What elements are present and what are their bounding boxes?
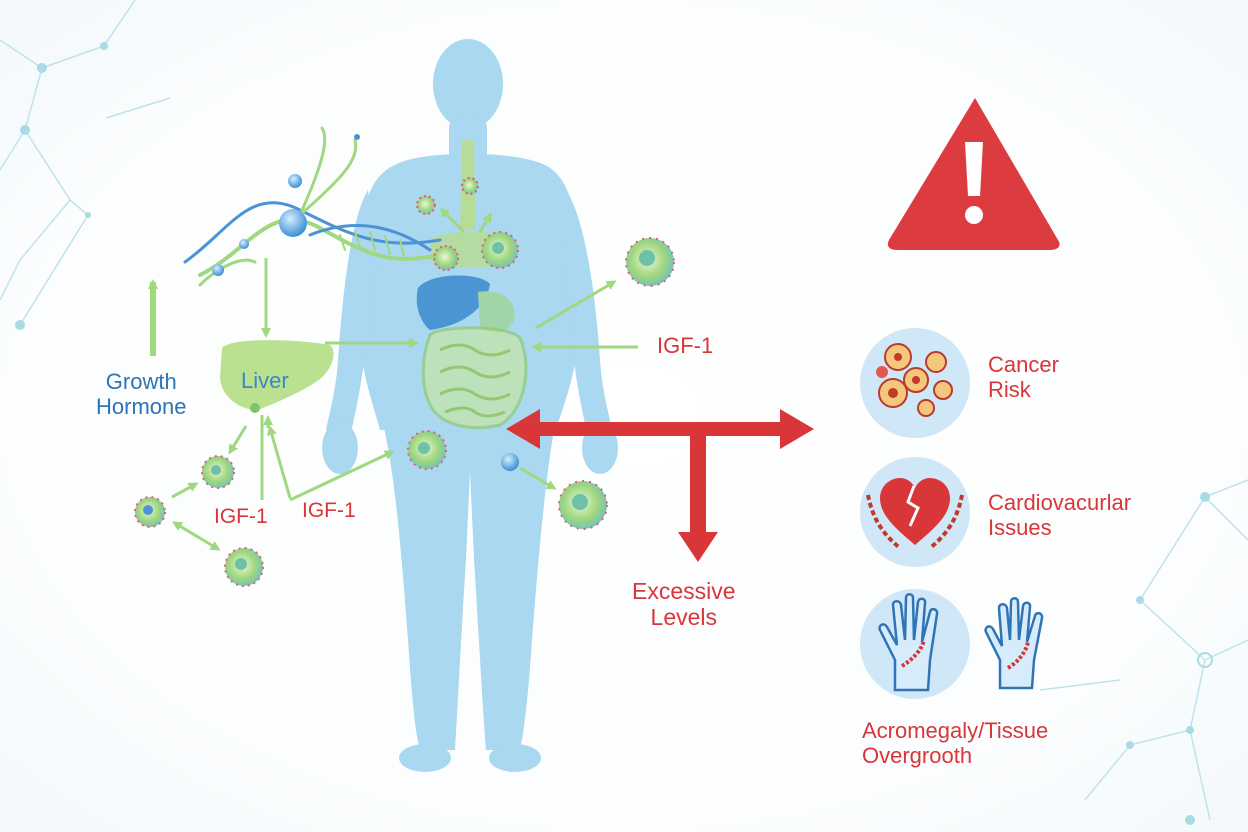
cell-icon: [224, 547, 264, 587]
cell-icon: [407, 430, 447, 470]
cardiovascular-line1: Cardiovacurlar: [988, 490, 1132, 515]
cell-icon: [433, 245, 459, 271]
igf1-label-center: IGF-1: [302, 499, 356, 522]
dna-strand-icon: [183, 126, 442, 287]
liver-icon: [220, 340, 334, 413]
cell-icon: [201, 455, 235, 489]
network-pattern-left: [0, 0, 171, 326]
cell-icon: [501, 453, 519, 471]
hands-icon: [860, 589, 1044, 699]
cardiovascular-line2: Issues: [988, 515, 1052, 541]
growth-hormone-label: Growth Hormone: [96, 369, 186, 420]
cell-icon: [481, 231, 519, 269]
cell-icon: [416, 195, 436, 215]
igf1-label-right: IGF-1: [657, 333, 714, 358]
network-nodes-left: [15, 42, 108, 330]
excessive-levels-label: Excessive Levels: [632, 578, 736, 631]
cancer-cells-icon: [860, 328, 970, 438]
cancer-risk-line2: Risk: [988, 377, 1031, 403]
hormone-node-icons: [212, 134, 360, 276]
excessive-line1: Excessive: [632, 578, 736, 604]
cell-icons: [134, 177, 675, 587]
acromegaly-label: Acromegaly/Tissue Overgrooth: [862, 718, 1048, 769]
network-nodes-right: [1126, 492, 1213, 825]
cardiovascular-label: Cardiovacurlar Issues: [988, 490, 1131, 541]
broken-heart-icon: [860, 457, 970, 567]
cell-icon: [558, 480, 608, 530]
liver-label: Liver: [241, 368, 289, 393]
cancer-risk-label: Cancer Risk: [988, 352, 1059, 403]
internal-organs: [416, 140, 528, 430]
cell-icon: [461, 177, 479, 195]
cell-icon: [625, 237, 675, 287]
excessive-line2: Levels: [650, 604, 718, 631]
growth-hormone-line2: Hormone: [96, 394, 187, 420]
growth-hormone-line1: Growth: [105, 369, 177, 394]
igf1-arrows: [148, 207, 638, 551]
cell-icon: [134, 496, 166, 528]
excess-arrows: [506, 409, 814, 562]
acromegaly-line2: Overgrooth: [862, 743, 973, 769]
igf1-label-left: IGF-1: [214, 505, 268, 528]
warning-icon: [887, 98, 1060, 250]
cancer-risk-line1: Cancer: [988, 352, 1059, 377]
acromegaly-line1: Acromegaly/Tissue: [862, 718, 1049, 743]
